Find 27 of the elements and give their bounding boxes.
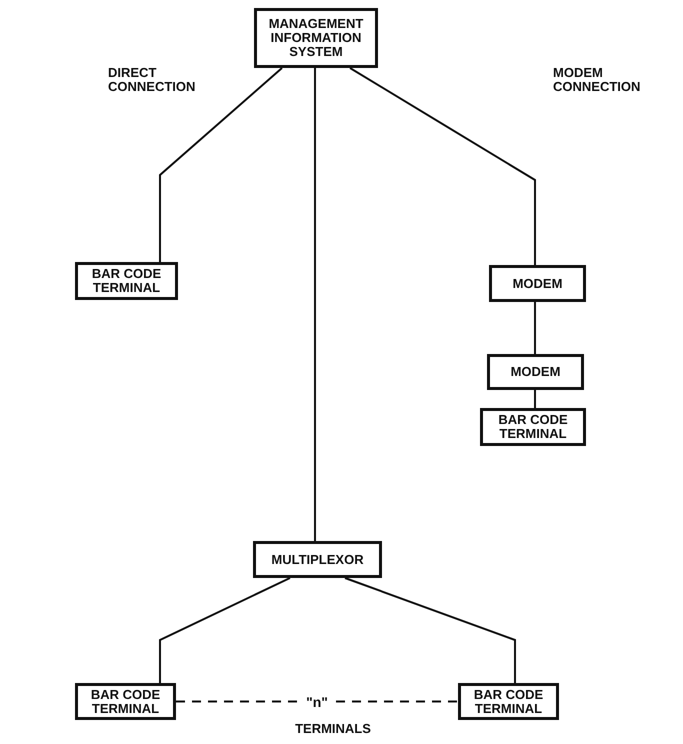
- connector-line: [349, 67, 536, 265]
- box-label: BAR CODE TERMINAL: [472, 688, 544, 716]
- process-box: [75, 262, 178, 300]
- annotation-text: TERMINALS: [294, 722, 372, 736]
- connector-line: [159, 67, 283, 262]
- box-label: BAR CODE TERMINAL: [497, 413, 569, 441]
- box-label: MULTIPLEXOR: [271, 552, 364, 566]
- process-box: [480, 408, 586, 446]
- connector-line: [344, 577, 516, 683]
- box-label: BAR CODE TERMINAL: [90, 688, 162, 716]
- process-box: [489, 265, 586, 302]
- dashed-connector: [176, 700, 458, 702]
- connector-line: [534, 302, 536, 354]
- connector-line: [534, 390, 536, 408]
- box-label: MANAGEMENT INFORMATION SYSTEM: [268, 17, 364, 59]
- box-label: MODEM: [512, 276, 562, 290]
- process-box: [253, 541, 382, 578]
- process-box: [458, 683, 559, 720]
- connector-line: [159, 577, 290, 683]
- annotation-text: MODEM CONNECTION: [553, 66, 642, 94]
- annotation-text: DIRECT CONNECTION: [108, 66, 196, 94]
- connector-line: [314, 68, 316, 541]
- box-label: BAR CODE TERMINAL: [90, 267, 162, 295]
- box-label: MODEM: [510, 365, 560, 379]
- process-box: [254, 8, 378, 68]
- process-box: [487, 354, 584, 390]
- process-box: [75, 683, 176, 720]
